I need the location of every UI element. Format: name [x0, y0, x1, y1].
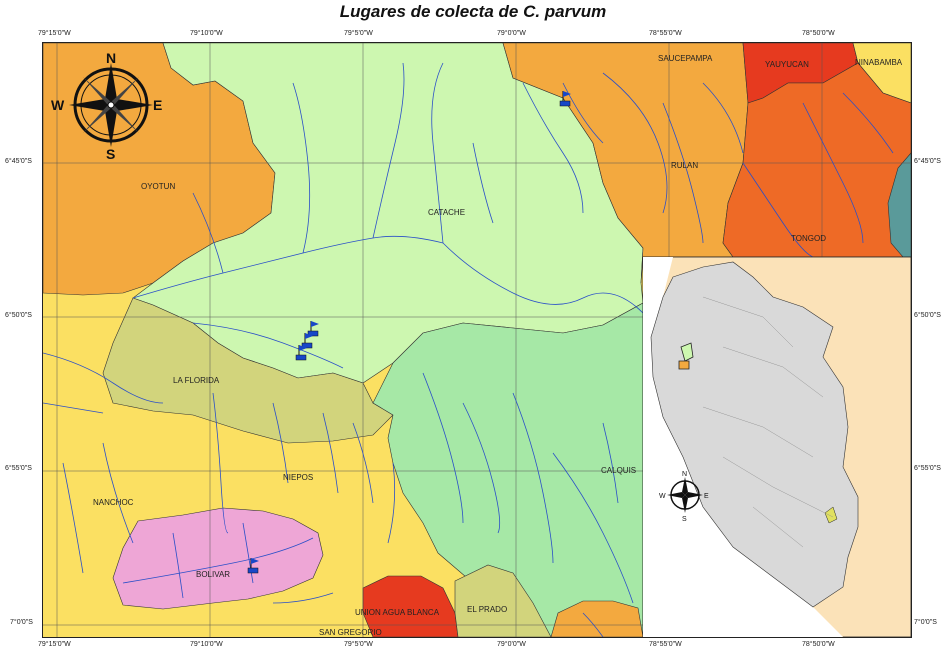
- axis-bottom-label: 79°5'0"W: [344, 641, 373, 648]
- inset-peru: [650, 261, 859, 608]
- axis-right-label: 6°45'0"S: [914, 158, 941, 165]
- axis-right-label: 7°0'0"S: [914, 619, 937, 626]
- district-label: UNION AGUA BLANCA: [355, 608, 440, 617]
- collection-flag: [559, 91, 571, 107]
- map-frame: OYOTUN CATACHE SAUCEPAMPA YAUYUCAN NINAB…: [42, 42, 912, 638]
- inset-ocean: [643, 257, 843, 637]
- compass-w: W: [51, 97, 65, 113]
- inset-study-area: [680, 342, 694, 362]
- district-label: OYOTUN: [141, 182, 175, 191]
- district-label: RULAN: [671, 161, 698, 170]
- axis-top-label: 79°10'0"W: [190, 30, 223, 37]
- inset-map: N S E W: [642, 256, 911, 637]
- compass-e: E: [153, 97, 162, 113]
- inset-compass-w: W: [659, 493, 666, 500]
- axis-top-label: 79°15'0"W: [38, 30, 71, 37]
- region-tongod: [722, 62, 911, 258]
- district-label: NANCHOC: [93, 498, 134, 507]
- inset-lake: [824, 506, 838, 524]
- axis-bottom-label: 79°15'0"W: [38, 641, 71, 648]
- inset-compass-e: E: [704, 493, 709, 500]
- district-labels: OYOTUN CATACHE SAUCEPAMPA YAUYUCAN NINAB…: [93, 54, 903, 637]
- axis-bottom-label: 79°10'0"W: [190, 641, 223, 648]
- district-label: SAN GREGORIO: [319, 628, 382, 637]
- graticule: [43, 43, 911, 637]
- district-label: NINABAMBA: [855, 58, 903, 67]
- district-label: TONGOD: [791, 234, 826, 243]
- district-label: BOLIVAR: [196, 570, 230, 579]
- compass-s: S: [106, 146, 115, 162]
- axis-bottom-label: 78°55'0"W: [649, 641, 682, 648]
- axis-left-label: 6°50'0"S: [5, 312, 32, 319]
- axis-right-label: 6°55'0"S: [914, 465, 941, 472]
- axis-left-label: 6°55'0"S: [5, 465, 32, 472]
- inset-compass-n: N: [682, 471, 687, 478]
- region-teal-edge: [887, 152, 911, 258]
- district-label: SAUCEPAMPA: [658, 54, 713, 63]
- collection-flag: [247, 558, 259, 574]
- district-map: OYOTUN CATACHE SAUCEPAMPA YAUYUCAN NINAB…: [43, 43, 911, 637]
- axis-top-label: 79°5'0"W: [344, 30, 373, 37]
- axis-top-label: 78°50'0"W: [802, 30, 835, 37]
- district-label: LA FLORIDA: [173, 376, 220, 385]
- collection-flag: [295, 345, 307, 361]
- region-bottom-orange: [550, 600, 644, 637]
- inset-compass-s: S: [682, 516, 687, 523]
- axis-bottom-label: 79°0'0"W: [497, 641, 526, 648]
- inset-compass: N S E W: [659, 471, 709, 523]
- axis-top-label: 79°0'0"W: [497, 30, 526, 37]
- region-el-prado: [454, 564, 552, 637]
- compass-n: N: [106, 50, 116, 66]
- region-bolivar: [112, 507, 324, 610]
- river-network: [43, 62, 894, 637]
- district-label: CALQUIS: [601, 466, 636, 475]
- axis-bottom-label: 78°50'0"W: [802, 641, 835, 648]
- axis-right-label: 6°50'0"S: [914, 312, 941, 319]
- axis-left-label: 6°45'0"S: [5, 158, 32, 165]
- inset-study-area-2: [678, 360, 690, 370]
- district-label: EL PRADO: [467, 605, 507, 614]
- district-label: YAUYUCAN: [765, 60, 809, 69]
- axis-top-label: 78°55'0"W: [649, 30, 682, 37]
- district-label: CATACHE: [428, 208, 465, 217]
- map-title: Lugares de colecta de C. parvum: [339, 2, 607, 21]
- axis-left-label: 7°0'0"S: [10, 619, 33, 626]
- collection-sites: [247, 91, 571, 574]
- district-label: NIEPOS: [283, 473, 313, 482]
- compass-rose: N S E W: [51, 50, 162, 162]
